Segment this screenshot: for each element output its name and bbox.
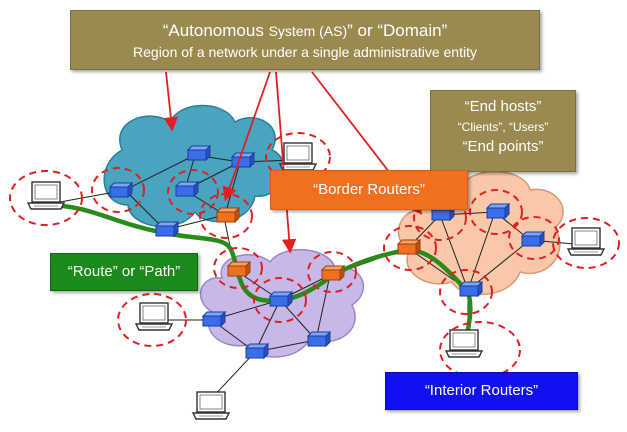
end-points-title: “End points” [462,138,544,155]
route-path-label: “Route” or “Path” [50,253,198,291]
router-icon [202,311,226,327]
interior-routers-label: “Interior Routers” [385,372,578,410]
laptop-icon [192,391,230,420]
laptop-icon [135,302,173,331]
router-icon [227,261,251,277]
end-hosts-label: “End hosts” “Clients”, “Users” “End poin… [430,90,576,172]
highlight-circles [9,132,620,379]
border-routers-label: “Border Routers” [270,170,468,210]
cloud-icon [103,104,285,228]
router-icon [216,207,240,223]
router-icon [231,152,255,168]
end-hosts-subtitle: “Clients”, “Users” [457,120,549,134]
as-title: “Autonomous System (AS)” or “Domain” [162,21,448,40]
router-icon [187,145,211,161]
router-icon [307,331,331,347]
autonomous-system-label: “Autonomous System (AS)” or “Domain” Reg… [70,10,540,70]
router-icon [109,182,133,198]
laptop-icon [27,181,65,210]
router-icon [397,239,421,255]
router-icon [321,265,345,281]
router-icon [155,221,179,237]
laptop-icon [279,142,317,171]
as-subtitle: Region of a network under a single admin… [133,44,477,60]
laptop-icon [567,227,605,256]
router-icon [245,343,269,359]
router-icon [486,203,510,219]
router-icon [175,181,199,197]
router-icon [521,231,545,247]
laptop-icon [445,329,483,358]
router-icon [459,281,483,297]
router-icon [269,291,293,307]
end-hosts-title: “End hosts” [464,98,542,115]
